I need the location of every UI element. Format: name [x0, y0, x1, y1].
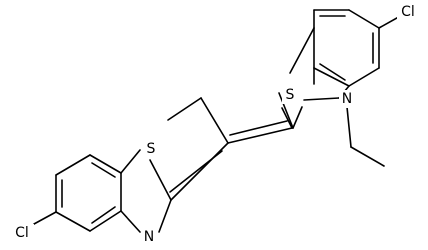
left-benzene-ring: [55, 154, 122, 232]
central-methine-chain: [167, 97, 293, 201]
atom-label-s-right: S: [282, 86, 298, 104]
left-chlorine-bond: [33, 211, 57, 225]
nitrogen-right-label: N: [342, 91, 352, 107]
nitrogen-left-label: N: [144, 229, 154, 245]
sulfur-right-label: S: [286, 87, 295, 103]
right-benzene-ring: [313, 9, 380, 87]
chlorine-right-label: Cl: [401, 4, 415, 20]
right-n-ethyl: [346, 106, 385, 167]
chlorine-left-label: Cl: [15, 225, 29, 241]
sulfur-left-label: S: [147, 141, 156, 157]
atom-label-n-right: N: [339, 90, 355, 108]
left-thiazole-ring: [120, 149, 172, 233]
atom-label-s-left: S: [143, 140, 159, 158]
atom-label-cl-right: Cl: [397, 3, 419, 21]
atom-label-cl-left: Cl: [10, 224, 34, 242]
atom-label-n-left: N: [141, 228, 157, 246]
